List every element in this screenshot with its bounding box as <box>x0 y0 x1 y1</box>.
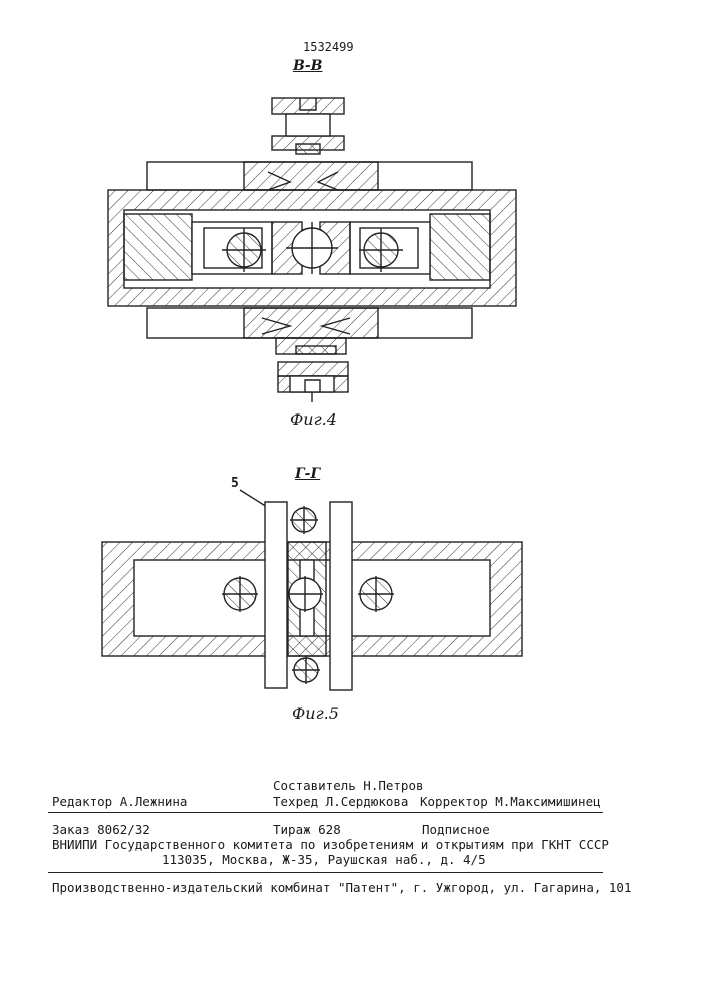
compiler: Составитель Н.Петров <box>273 778 424 793</box>
order-number: Заказ 8062/32 <box>52 822 150 837</box>
corrector: Корректор М.Максимишинец <box>420 794 601 809</box>
subscription: Подписное <box>422 822 490 837</box>
rule-2 <box>48 872 603 873</box>
techred: Техред Л.Сердюкова <box>273 794 408 809</box>
editor: Редактор А.Лежнина <box>52 794 187 809</box>
institute: ВНИИПИ Государственного комитета по изоб… <box>52 837 609 852</box>
address: 113035, Москва, Ж-35, Раушская наб., д. … <box>162 852 486 867</box>
rule-1 <box>48 812 603 813</box>
fig5-caption: Фиг.5 <box>292 704 339 723</box>
publisher: Производственно-издательский комбинат "П… <box>52 880 631 895</box>
print-run: Тираж 628 <box>273 822 341 837</box>
